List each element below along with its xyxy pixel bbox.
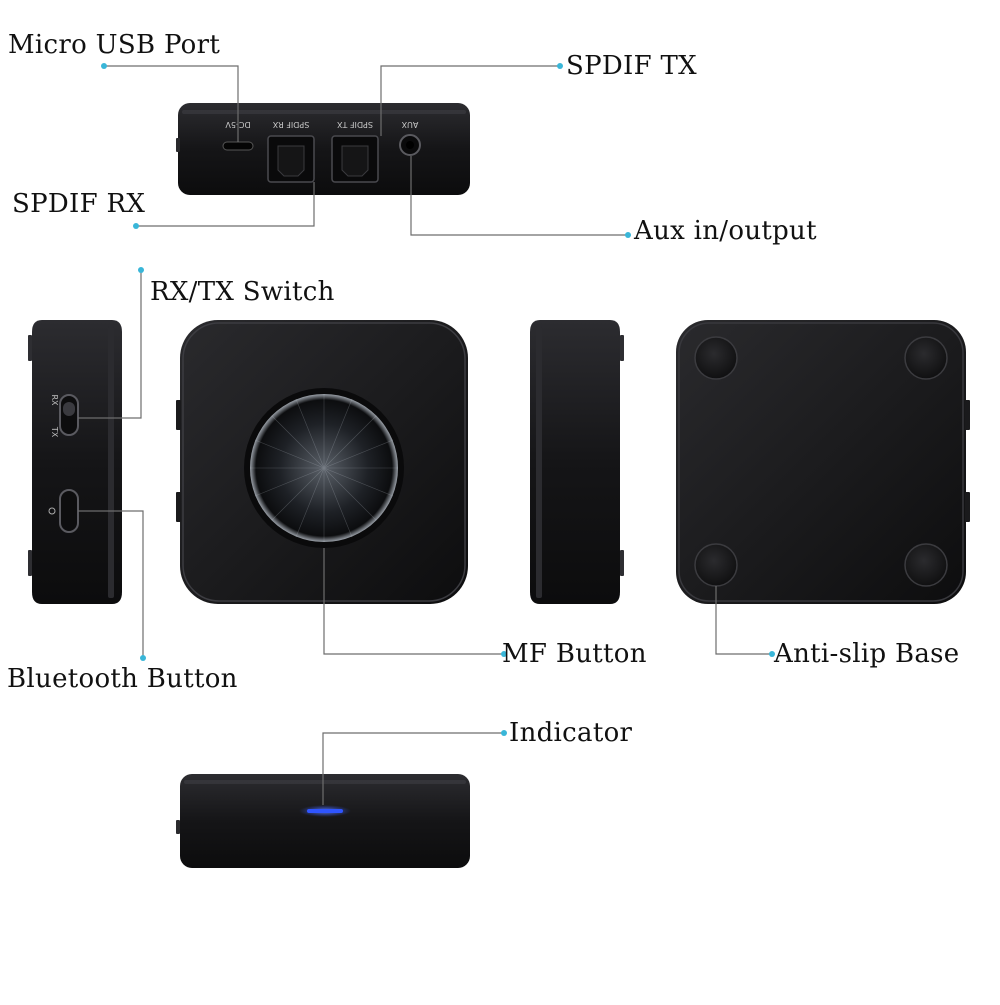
label-spdif-tx: SPDIF TX <box>566 51 697 81</box>
leader-indicator <box>322 732 504 805</box>
port-label-spdif-tx: SPDIF TX <box>337 120 373 129</box>
leader-mf-button <box>323 548 504 655</box>
base-body <box>676 320 966 604</box>
port-label-aux: AUX <box>401 120 418 129</box>
base-view <box>676 320 970 604</box>
label-micro-usb-port: Micro USB Port <box>8 30 221 60</box>
label-bluetooth-button: Bluetooth Button <box>7 664 238 694</box>
leader-dot <box>101 63 107 69</box>
leader-anti-slip <box>715 586 772 655</box>
leader-spdif-tx <box>380 65 560 136</box>
anti-slip-foot <box>904 336 948 380</box>
mf-button-knob[interactable] <box>250 394 398 542</box>
anti-slip-foot <box>904 543 948 587</box>
leader-lines <box>78 65 772 805</box>
switch-label-rx: RX <box>50 394 59 406</box>
power-icon <box>48 507 56 515</box>
label-mf-button: MF Button <box>502 639 647 669</box>
leader-aux <box>410 156 628 236</box>
leader-dot <box>557 63 563 69</box>
rear-panel-body <box>178 103 470 195</box>
anti-slip-foot <box>694 543 738 587</box>
leader-dot <box>501 651 507 657</box>
label-aux-in-output: Aux in/output <box>634 216 817 246</box>
micro-usb-port <box>222 141 254 151</box>
label-indicator: Indicator <box>509 718 633 748</box>
label-rx-tx-switch: RX/TX Switch <box>150 277 335 307</box>
leader-dots <box>101 63 775 736</box>
indicator-led <box>307 809 343 813</box>
leader-micro-usb <box>104 65 239 142</box>
bluetooth-button[interactable] <box>59 489 79 533</box>
label-anti-slip-base: Anti-slip Base <box>774 639 960 669</box>
leader-dot <box>625 232 631 238</box>
right-side-body <box>530 320 620 604</box>
anti-slip-foot <box>694 336 738 380</box>
left-side-view: RX TX <box>28 320 122 604</box>
leader-dot <box>769 651 775 657</box>
leader-spdif-rx <box>136 182 315 227</box>
leader-rx-tx <box>78 270 142 419</box>
leader-dot <box>133 223 139 229</box>
front-view-body <box>180 774 470 868</box>
leader-bluetooth <box>78 510 144 658</box>
top-view <box>176 320 468 604</box>
port-label-spdif-rx: SPDIF RX <box>272 120 309 129</box>
left-side-body <box>32 320 122 604</box>
leader-dot <box>138 267 144 273</box>
right-side-view <box>530 320 624 604</box>
label-spdif-rx: SPDIF RX <box>12 189 146 219</box>
front-view <box>176 774 470 868</box>
leader-dot <box>140 655 146 661</box>
leader-dot <box>501 730 507 736</box>
switch-label-tx: TX <box>50 426 59 438</box>
rear-panel-view: DC-5V SPDIF RX SPDIF TX AUX <box>176 103 470 195</box>
